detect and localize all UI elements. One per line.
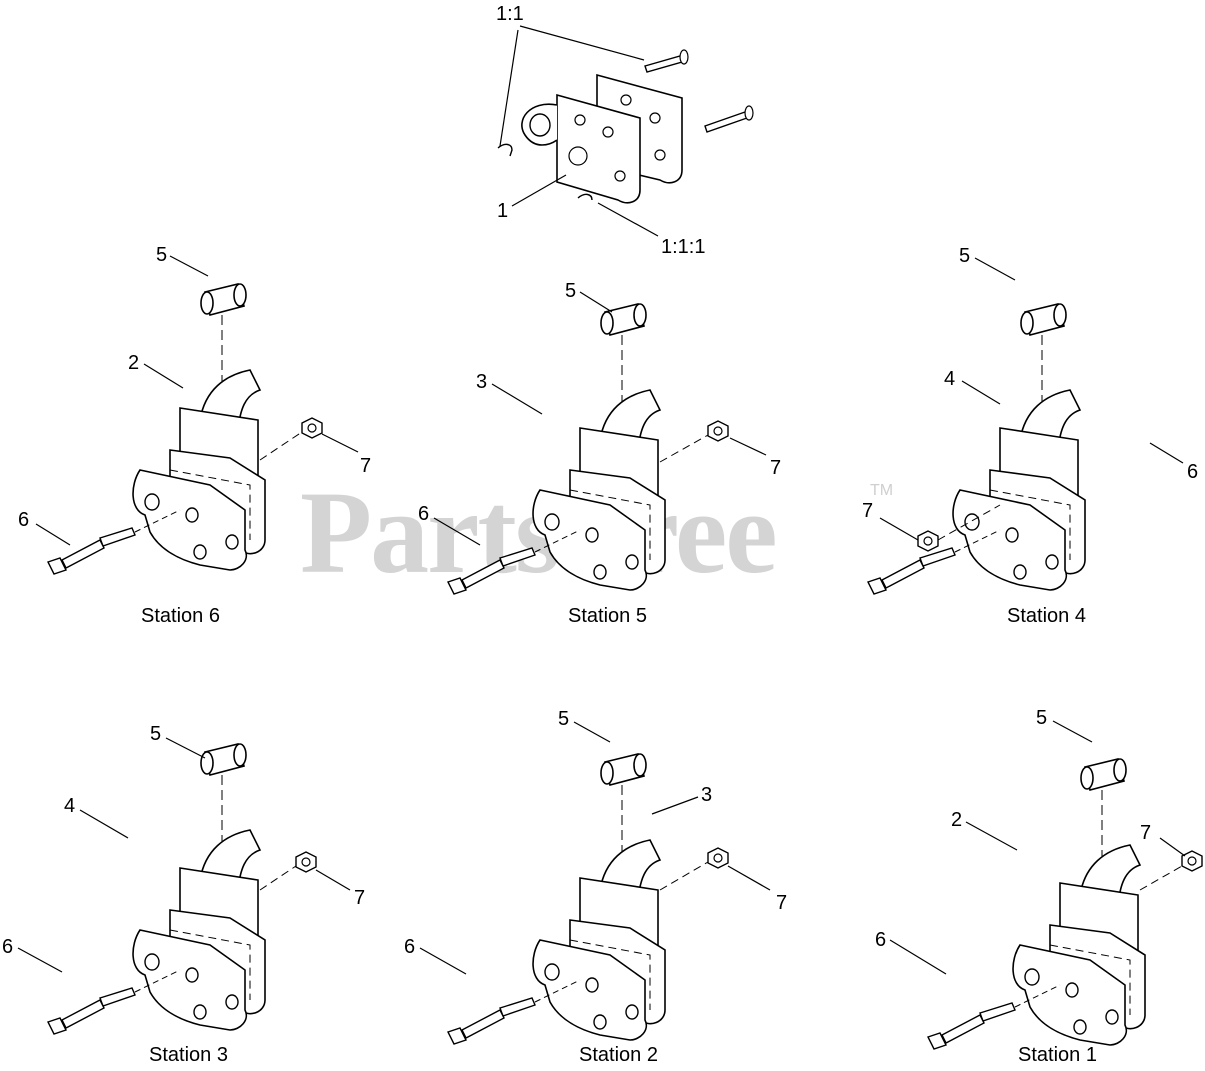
callout-station3-spacer: 5 [150,723,162,745]
callout-station6-spacer: 5 [156,244,168,266]
station-1-art [927,758,1146,1050]
station-2-art [447,753,666,1045]
station-6-art [47,283,266,575]
station-5-label: Station 5 [568,605,647,627]
callout-1-1: 1:1 [496,3,524,25]
callout-station3-bolt: 6 [2,936,14,958]
station-1-label: Station 1 [1018,1044,1097,1066]
leader-lines-top [500,26,658,236]
station-3-label: Station 3 [149,1044,228,1066]
callout-station4-nut: 7 [862,500,874,522]
callout-station6-bolt: 6 [18,509,30,531]
callout-station3-plate: 4 [64,795,76,817]
station-4-label: Station 4 [1007,605,1086,627]
callout-station4-spacer: 5 [959,245,971,267]
station-6-label: Station 6 [141,605,220,627]
callout-station5-bolt: 6 [418,503,430,525]
callout-station1-nut: 7 [1140,822,1152,844]
callout-1: 1 [497,200,509,222]
callout-station4-plate: 4 [944,368,956,390]
callout-1-1-1: 1:1:1 [661,236,706,258]
callout-station2-bolt: 6 [404,936,416,958]
station-5-art [447,303,666,595]
station-3-art [47,743,266,1035]
callout-leaders [18,256,1185,974]
station-4-art [867,303,1086,595]
callout-station6-nut: 7 [360,455,372,477]
watermark-text: PartsTree [300,467,778,598]
watermark-trademark: TM [870,482,894,499]
callout-station4-bolt: 6 [1187,461,1199,483]
callout-station5-nut: 7 [770,457,782,479]
callout-station1-plate: 2 [951,809,963,831]
callout-station2-plate: 3 [701,784,713,806]
callout-station5-spacer: 5 [565,280,577,302]
callout-station5-plate: 3 [476,371,488,393]
callout-station2-nut: 7 [776,892,788,914]
callout-station2-spacer: 5 [558,708,570,730]
callout-station1-bolt: 6 [875,929,887,951]
callout-station1-spacer: 5 [1036,707,1048,729]
top-assembly-art [498,50,753,203]
callout-station3-nut: 7 [354,887,366,909]
callout-station6-plate: 2 [128,352,140,374]
station-2-label: Station 2 [579,1044,658,1066]
